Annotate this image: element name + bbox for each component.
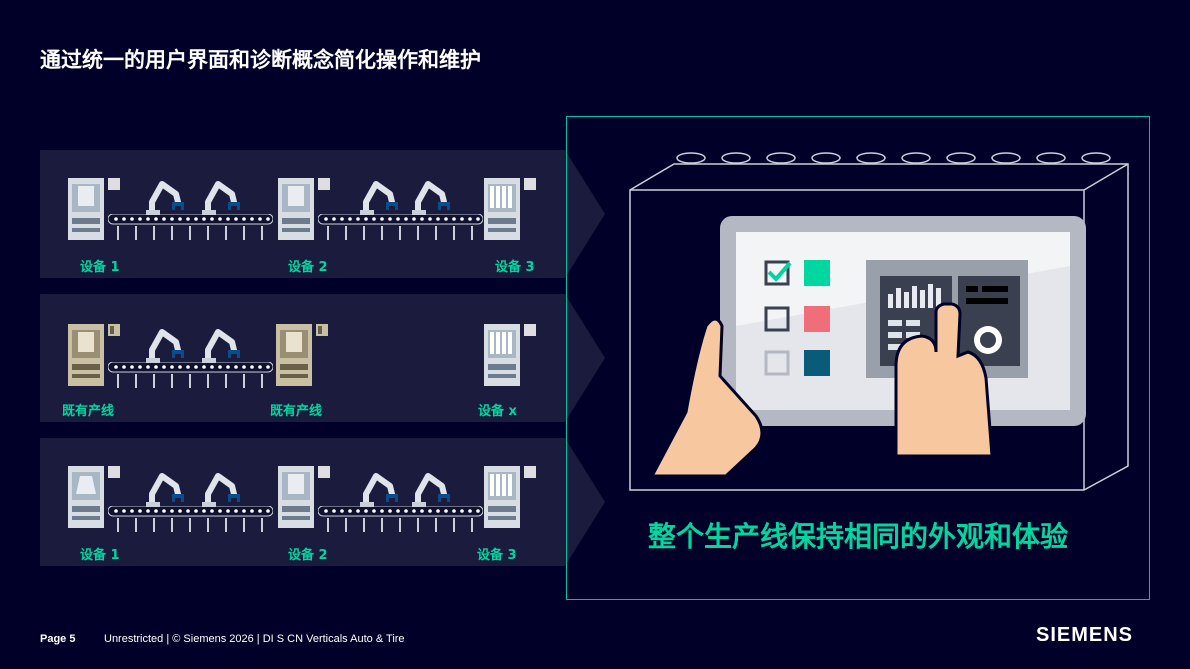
- production-line-row-1: 设备 1 设备 2 设备 3: [40, 150, 605, 278]
- panel-caption: 整个生产线保持相同的外观和体验: [647, 520, 1068, 553]
- machine-label: 设备 1: [80, 548, 120, 563]
- machine-icon: [68, 466, 120, 528]
- machine-label: 设备 3: [495, 260, 535, 275]
- production-line-row-2: 既有产线 既有产线 设备 x: [40, 294, 605, 422]
- machine-label: 设备 2: [288, 260, 328, 275]
- siemens-logo: SIEMENS: [1036, 624, 1134, 646]
- machine-icon: [68, 178, 120, 240]
- conveyor-icon: [108, 506, 273, 532]
- robot-arm-icon: [202, 473, 240, 507]
- robot-arm-icon: [412, 473, 450, 507]
- row-background: [40, 294, 605, 422]
- machine-label: 设备 3: [477, 548, 517, 563]
- production-line-row-3: 设备 1 设备 2 设备 3: [40, 438, 605, 566]
- row-background: [40, 438, 605, 566]
- robot-arm-icon: [202, 181, 240, 215]
- footer-info: Unrestricted | © Siemens 2026 | DI S CN …: [104, 633, 405, 645]
- conveyor-icon: [108, 362, 273, 388]
- robot-arm-icon: [146, 329, 184, 363]
- hmi-panel: [566, 116, 1150, 600]
- conveyor-icon: [108, 214, 273, 240]
- machine-label: 设备 2: [288, 548, 328, 563]
- machine-icon: [484, 466, 536, 528]
- robot-arm-icon: [202, 329, 240, 363]
- conveyor-icon: [318, 506, 483, 532]
- tablet-illustration: [629, 152, 1129, 491]
- machine-icon: [68, 324, 120, 386]
- machine-icon: [276, 324, 328, 386]
- page-number: Page 5: [40, 633, 76, 645]
- robot-arm-icon: [146, 181, 184, 215]
- machine-label: 设备 1: [80, 260, 120, 275]
- machine-label: 既有产线: [270, 404, 323, 419]
- machine-icon: [278, 466, 330, 528]
- machine-icon: [484, 178, 536, 240]
- conveyor-icon: [318, 214, 483, 240]
- machine-icon: [484, 324, 536, 386]
- machine-label: 设备 x: [478, 404, 517, 419]
- robot-arm-icon: [360, 473, 398, 507]
- robot-arm-icon: [146, 473, 184, 507]
- machine-label: 既有产线: [62, 404, 115, 419]
- hand-icon: [649, 302, 994, 478]
- robot-arm-icon: [360, 181, 398, 215]
- machine-icon: [278, 178, 330, 240]
- slide-title: 通过统一的用户界面和诊断概念简化操作和维护: [40, 48, 481, 72]
- robot-arm-icon: [412, 181, 450, 215]
